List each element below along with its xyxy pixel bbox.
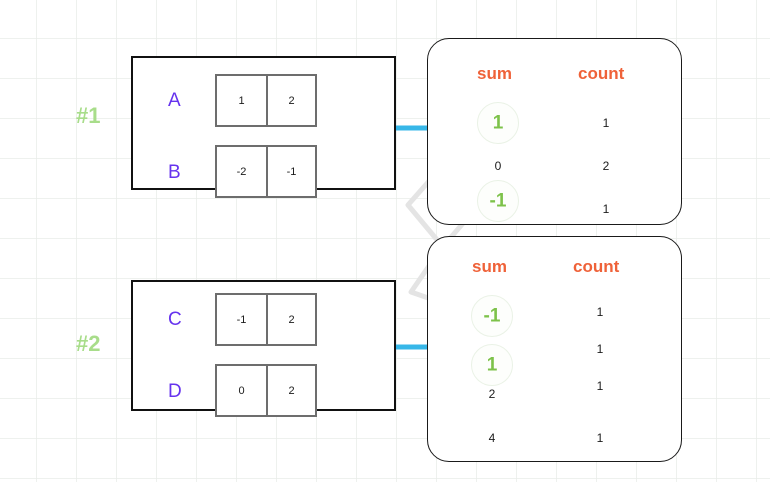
agg-cell-count-2-r0: 1 xyxy=(596,305,604,319)
agg-header-count-1: count xyxy=(578,64,625,83)
cell-b-1: -1 xyxy=(266,147,315,196)
row-label-a: A xyxy=(168,90,181,111)
input-group-1: A 1 2 B -2 -1 xyxy=(131,56,396,198)
row-label-b: B xyxy=(168,162,181,183)
cell-d-1: 2 xyxy=(266,366,315,415)
agg-cell-sum-1-r1: 0 xyxy=(494,159,502,173)
agg-header-count-2: count xyxy=(573,257,620,276)
cell-c-1: 2 xyxy=(266,295,315,344)
agg-cell-count-2-r2: 1 xyxy=(596,379,604,393)
agg-cell-sum-1-r2: -1 xyxy=(489,190,507,212)
circle-highlight-sum-2-r0 xyxy=(471,295,513,337)
cell-b-0: -2 xyxy=(236,165,247,178)
cell-a-1: 2 xyxy=(266,76,315,125)
agg-table-1: sum count 1 1 0 2 -1 1 xyxy=(427,38,682,225)
agg-cell-count-1-r2: 1 xyxy=(602,202,610,216)
row-label-d: D xyxy=(168,381,182,402)
step-label-2: #2 xyxy=(76,331,101,356)
input-group-2: C -1 2 D 0 2 xyxy=(131,280,396,417)
agg-cell-sum-2-r3: 4 xyxy=(488,431,496,445)
agg-cell-sum-1-r0: 1 xyxy=(492,112,504,134)
pair-row-c: -1 2 xyxy=(215,293,317,346)
agg-header-sum-1: sum xyxy=(477,64,512,83)
pair-row-b: -2 -1 xyxy=(215,145,317,198)
pair-row-d: 0 2 xyxy=(215,364,317,417)
circle-highlight-sum-1-r0 xyxy=(477,102,519,144)
pair-row-a: 1 2 xyxy=(215,74,317,127)
cell-d-0: 0 xyxy=(238,384,245,397)
agg-table-2: sum count -1 1 1 1 2 1 4 1 xyxy=(427,236,682,462)
agg-header-sum-2: sum xyxy=(472,257,507,276)
agg-cell-count-2-r1: 1 xyxy=(596,342,604,356)
agg-cell-sum-2-r0: -1 xyxy=(483,305,501,327)
agg-cell-count-1-r0: 1 xyxy=(602,116,610,130)
cell-a-0: 1 xyxy=(238,94,245,107)
agg-cell-count-1-r1: 2 xyxy=(602,159,610,173)
circle-highlight-sum-1-r2 xyxy=(477,180,519,222)
agg-cell-sum-2-r1: 1 xyxy=(486,354,498,376)
circle-highlight-sum-2-r1 xyxy=(471,344,513,386)
row-label-c: C xyxy=(168,309,182,330)
agg-cell-count-2-r3: 1 xyxy=(596,431,604,445)
agg-cell-sum-2-r2: 2 xyxy=(488,387,496,401)
cell-c-0: -1 xyxy=(236,313,247,326)
step-label-1: #1 xyxy=(76,103,101,128)
